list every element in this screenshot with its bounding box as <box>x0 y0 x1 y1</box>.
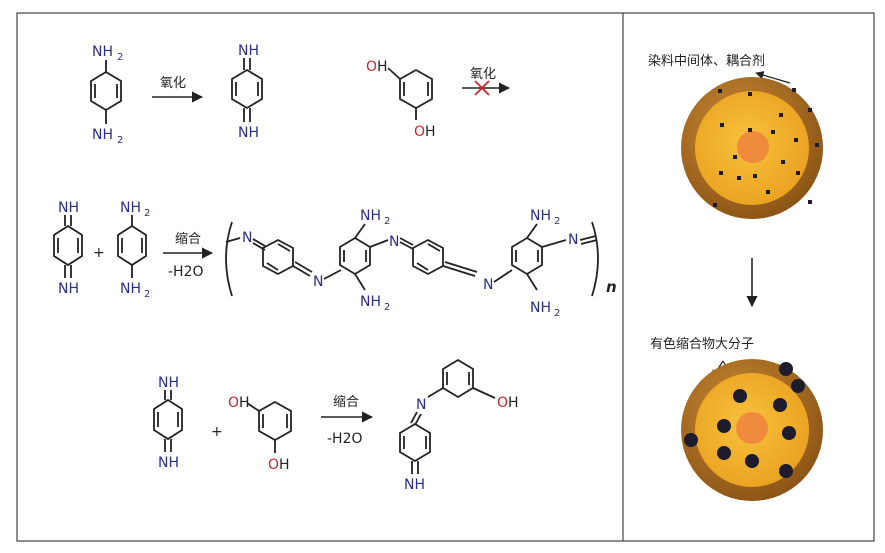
row3-condensation-arrow: 缩合 -H2O <box>321 394 374 447</box>
row3-qdi-bottom: NH <box>158 455 179 471</box>
svg-text:H: H <box>279 457 290 473</box>
res-bottom-o: O <box>414 124 425 140</box>
row3-plus: + <box>211 424 223 440</box>
row2-ppd-bottom: NH <box>120 281 141 297</box>
large-particles <box>684 362 805 478</box>
polymer-repeat-unit: N N NH 2 NH 2 N N <box>225 208 617 319</box>
row3-res-o2: O <box>268 457 279 473</box>
row2-ppd-bottom-sub: 2 <box>144 289 150 300</box>
row3-quinone-diimine: NH NH <box>153 375 183 471</box>
row2-ppd-top: NH <box>120 200 141 216</box>
hair-fiber-before <box>681 77 823 219</box>
row2-ppd-top-sub: 2 <box>144 208 150 219</box>
ppd-bottom-sub: 2 <box>117 135 123 146</box>
row2-plus: + <box>93 245 105 261</box>
row3-qdi-top: NH <box>158 375 179 391</box>
svg-text:O: O <box>497 395 508 411</box>
oxidation-arrow: 氧化 <box>152 76 204 103</box>
row2-qdi-top: NH <box>58 200 79 216</box>
product-n: N <box>416 397 426 413</box>
poly-nh2-4: NH <box>530 300 551 316</box>
svg-text:2: 2 <box>554 216 560 227</box>
outer-frame <box>16 12 875 542</box>
product-nh: NH <box>404 477 425 493</box>
poly-nh2-2: NH <box>360 294 381 310</box>
poly-nh2-3: NH <box>530 208 551 224</box>
row2-quinone-diimine: NH NH <box>53 200 83 297</box>
poly-n3: N <box>389 234 399 250</box>
ppd-top-nh2: NH <box>92 44 113 60</box>
fiber-center <box>737 131 769 163</box>
poly-nh2-1: NH <box>360 208 381 224</box>
poly-n4: N <box>483 277 493 293</box>
intermediates-label: 染料中间体、耦合剂 <box>648 54 765 69</box>
row3-resorcinol: O H O H <box>228 395 292 473</box>
svg-text:2: 2 <box>384 216 390 227</box>
svg-text:H: H <box>508 395 519 411</box>
res-top-o: O <box>366 59 377 75</box>
quinone-diimine-structure: NH NH <box>231 43 263 141</box>
row3-res-o1: O <box>228 395 239 411</box>
svg-text:-H2O: -H2O <box>327 431 363 447</box>
poly-n2: N <box>313 274 323 290</box>
svg-text:2: 2 <box>384 302 390 313</box>
oxidation-label-2: 氧化 <box>470 67 496 82</box>
ppd-top-sub: 2 <box>117 52 123 63</box>
condensation-arrow: 缩合 -H2O <box>163 231 214 280</box>
qdi-top-nh: NH <box>238 43 259 59</box>
intermediates-pointer <box>755 71 791 84</box>
small-particles <box>713 88 819 207</box>
poly-n1: N <box>242 230 252 246</box>
hair-fiber-after <box>681 359 823 501</box>
row3-product-structure: O H N NH <box>399 358 519 493</box>
qdi-bottom-nh: NH <box>238 125 259 141</box>
res-bottom-h: H <box>425 124 436 140</box>
svg-text:缩合: 缩合 <box>333 394 359 410</box>
row2-ppd: NH 2 NH 2 <box>117 200 150 300</box>
svg-text:H: H <box>239 395 250 411</box>
svg-text:2: 2 <box>554 308 560 319</box>
oxidation-label: 氧化 <box>160 76 186 91</box>
poly-n5: N <box>568 232 578 248</box>
fiber-center-after <box>736 412 768 444</box>
macromolecule-label: 有色缩合物大分子 <box>650 336 754 352</box>
condensation-label: 缩合 <box>175 231 201 247</box>
res-top-h: H <box>377 59 388 75</box>
row2-qdi-bottom: NH <box>58 281 79 297</box>
ppd-bottom-nh2: NH <box>92 127 113 143</box>
water-loss-label: -H2O <box>168 264 204 280</box>
p-phenylenediamine-structure: NH 2 NH 2 <box>90 44 123 146</box>
resorcinol-structure: O H O H <box>366 59 436 140</box>
no-oxidation-arrow: 氧化 <box>462 67 511 96</box>
repeat-subscript-n: n <box>606 278 617 296</box>
